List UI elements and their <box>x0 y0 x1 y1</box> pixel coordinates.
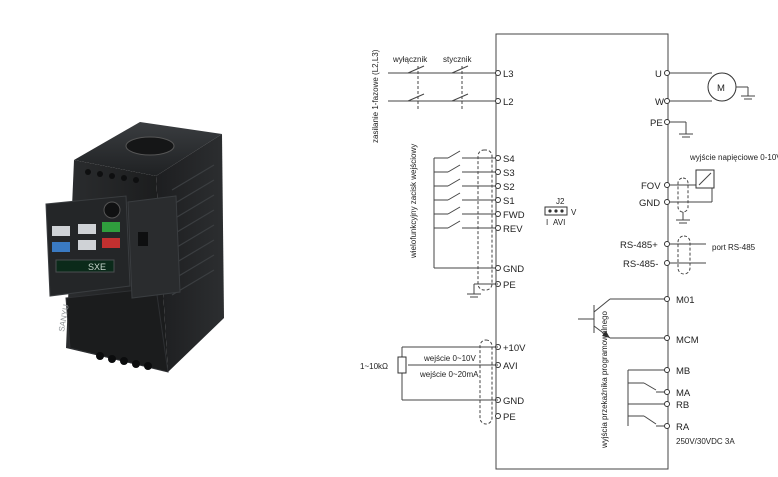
jumper-label-v: V <box>571 208 577 217</box>
jumper-j2[interactable] <box>544 206 568 216</box>
terminal-ma: MA <box>676 388 691 399</box>
model-badge: SXE <box>88 262 106 272</box>
mode-key[interactable] <box>52 226 70 236</box>
transistor-icon <box>578 298 611 339</box>
terminal-pe-motor: PE <box>650 118 663 129</box>
enter-key[interactable] <box>52 242 70 252</box>
terminal-rev: REV <box>503 224 523 235</box>
relay-contact-ma <box>643 382 657 391</box>
relay-label: wyjścia przekaźnika programowalnego <box>600 310 609 449</box>
inverter-side <box>156 134 224 372</box>
contactor-switch-l3 <box>451 65 469 74</box>
run-key[interactable] <box>102 222 120 232</box>
digital-input-switches <box>434 150 498 229</box>
terminal-gnd-fov: GND <box>639 198 660 209</box>
terminal-w: W <box>655 97 664 108</box>
terminal-s1: S1 <box>503 196 515 207</box>
terminal-ra: RA <box>676 422 690 433</box>
potentiometer-knob[interactable] <box>103 201 121 219</box>
relay-rating: 250V/30VDC 3A <box>676 437 735 446</box>
terminal-gnd-digital: GND <box>503 264 524 275</box>
terminal-s4: S4 <box>503 154 515 165</box>
potentiometer-resistor <box>397 356 407 374</box>
fan-icon <box>125 136 175 156</box>
terminal-rs485-minus: RS-485- <box>623 259 658 270</box>
inverter-outline <box>495 33 669 470</box>
rs485-label: port RS-485 <box>712 243 756 252</box>
terminal-u: U <box>655 69 662 80</box>
terminal-fwd: FWD <box>503 210 525 221</box>
terminal-s3: S3 <box>503 168 515 179</box>
terminal-pe-analog: PE <box>503 412 516 423</box>
terminal-gnd-analog: GND <box>503 396 524 407</box>
relay-contact-ra <box>643 415 657 425</box>
terminal-s2: S2 <box>503 182 515 193</box>
terminal-pe-digital: PE <box>503 280 516 291</box>
terminal-mcm: MCM <box>676 335 699 346</box>
digital-inputs-label: wielofunkcyjny zacisk wejściowy <box>409 144 418 259</box>
terminal-avi: AVI <box>503 361 518 372</box>
breaker-switch-l2 <box>407 93 425 102</box>
terminal-mb: MB <box>676 366 690 377</box>
terminal-m01: M01 <box>676 295 694 306</box>
terminal-rb: RB <box>676 400 689 411</box>
display-window <box>55 259 115 273</box>
potentiometer-label: 1~10kΩ <box>360 362 388 371</box>
down-key[interactable] <box>78 240 96 250</box>
analog-output-label: wyjście napięciowe 0-10V <box>689 153 778 162</box>
terminal-10v: +10V <box>503 343 526 354</box>
breaker-switch-l3 <box>407 65 425 74</box>
up-key[interactable] <box>78 224 96 234</box>
terminal-rs485-plus: RS-485+ <box>620 240 658 251</box>
side-module <box>127 195 181 299</box>
contactor-switch-l2 <box>451 93 469 102</box>
voltage-input-label: wejście 0~10V <box>423 354 476 363</box>
contactor-label: stycznik <box>443 55 472 64</box>
jumper-label-avi: AVI <box>553 218 565 227</box>
supply-label: zasilanie 1-fazowe (L2,L3) <box>371 49 380 143</box>
stop-key[interactable] <box>102 238 120 248</box>
motor-label: M <box>717 83 725 94</box>
front-cover <box>65 287 169 373</box>
current-input-label: wejście 0~20mA <box>419 370 479 379</box>
terminal-l2: L2 <box>503 97 514 108</box>
jumper-label-i: I <box>546 218 548 227</box>
jumper-name: J2 <box>556 197 565 206</box>
terminal-l3: L3 <box>503 69 514 80</box>
terminal-fov: FOV <box>641 181 661 192</box>
breaker-label: wyłącznik <box>392 55 428 64</box>
